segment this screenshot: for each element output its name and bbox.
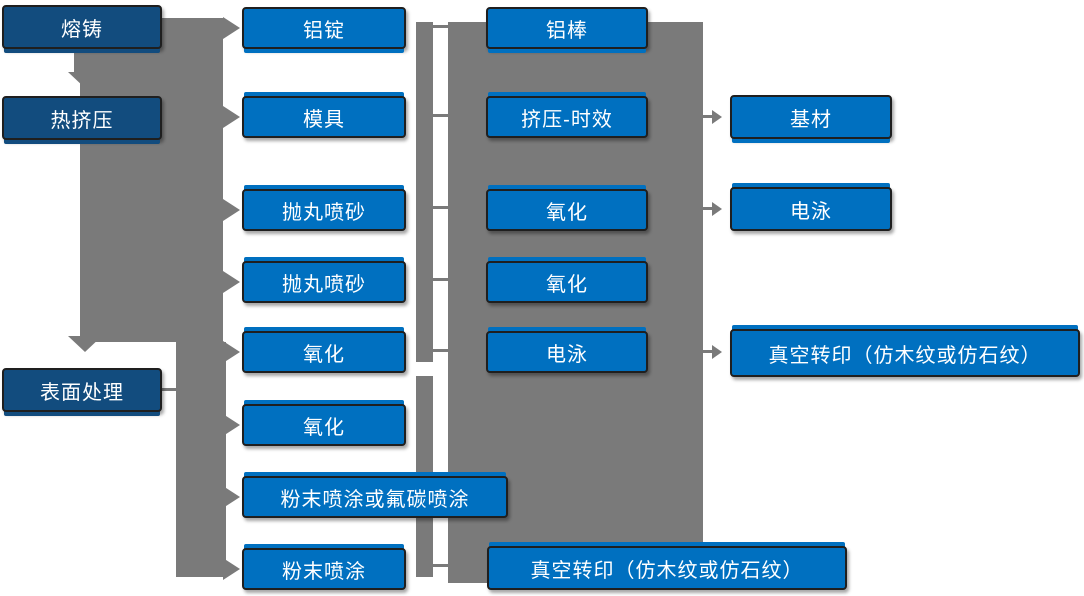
node-zhenkong1: 真空转印（仿木纹或仿石纹） xyxy=(487,546,847,590)
node-muju: 模具 xyxy=(242,96,406,138)
arrow-down-head-1 xyxy=(68,72,102,88)
node-fenmo-or-futan: 粉末喷涂或氟碳喷涂 xyxy=(242,476,508,518)
node-zhenkong2-label: 真空转印（仿木纹或仿石纹） xyxy=(768,344,1042,367)
connector-left-trunk xyxy=(80,18,223,342)
node-lvding-label: 铝锭 xyxy=(303,19,345,42)
bridge-line-biaomianchuli xyxy=(162,388,178,391)
node-yanghua4-label: 氧化 xyxy=(546,273,588,296)
node-fenmo-or-futan-label: 粉末喷涂或氟碳喷涂 xyxy=(280,488,470,511)
bridge-line-row1 xyxy=(430,25,450,28)
node-fenmo-label: 粉末喷涂 xyxy=(282,560,366,583)
node-yanghua1-label: 氧化 xyxy=(303,343,345,366)
bridge-line-row5 xyxy=(430,349,450,352)
node-lvding: 铝锭 xyxy=(242,7,406,49)
arrow-head-dianyong2 xyxy=(712,202,722,216)
node-paowan2-label: 抛丸喷砂 xyxy=(282,273,366,296)
node-yanghua3-label: 氧化 xyxy=(546,201,588,224)
arrow-head-jicai xyxy=(712,110,722,124)
arrow-right-paowan2 xyxy=(223,271,240,293)
node-dianyong1-label: 电泳 xyxy=(546,343,588,366)
node-dianyong2: 电泳 xyxy=(730,187,892,231)
arrow-stem-jicai xyxy=(698,115,712,118)
node-paowan1-label: 抛丸喷砂 xyxy=(282,201,366,224)
arrow-right-muju xyxy=(223,106,240,128)
bridge-line-row2 xyxy=(430,114,450,117)
arrow-head-zhenkong2 xyxy=(712,345,722,359)
node-biaomianchuli: 表面处理 xyxy=(2,368,162,412)
arrow-right-paowan1 xyxy=(223,199,240,221)
connector-mid-bar-upper xyxy=(416,22,433,362)
node-zhenkong1-label: 真空转印（仿木纹或仿石纹） xyxy=(530,559,804,582)
node-paowan1: 抛丸喷砂 xyxy=(242,189,406,231)
arrow-stem-zhenkong2 xyxy=(698,350,712,353)
node-lvbang: 铝棒 xyxy=(486,7,648,49)
node-biaomianchuli-label: 表面处理 xyxy=(40,381,124,404)
node-fenmo: 粉末喷涂 xyxy=(242,548,406,590)
node-yanghua3: 氧化 xyxy=(486,189,648,231)
bridge-line-row4 xyxy=(430,278,450,281)
node-yanghua1: 氧化 xyxy=(242,331,406,373)
node-rongzhu-label: 熔铸 xyxy=(61,18,103,41)
arrow-right-yanghua2 xyxy=(223,414,240,436)
bridge-line-row8 xyxy=(430,564,450,567)
node-dianyong2-label: 电泳 xyxy=(790,200,832,223)
node-jicai: 基材 xyxy=(730,95,892,139)
node-muju-label: 模具 xyxy=(303,108,345,131)
node-rongzhu: 熔铸 xyxy=(2,5,162,49)
node-zhenkong2: 真空转印（仿木纹或仿石纹） xyxy=(730,329,1080,377)
arrow-right-yanghua1 xyxy=(223,341,240,363)
arrow-right-fenmo-or-futan xyxy=(223,486,240,508)
arrow-right-fenmo xyxy=(223,558,240,580)
arrow-right-lvding xyxy=(223,17,240,39)
node-jicai-label: 基材 xyxy=(790,108,832,131)
node-rejiya: 热挤压 xyxy=(2,96,162,140)
node-paowan2: 抛丸喷砂 xyxy=(242,261,406,303)
node-jiya-shixiao: 挤压-时效 xyxy=(486,96,648,138)
node-rejiya-label: 热挤压 xyxy=(50,109,114,132)
node-lvbang-label: 铝棒 xyxy=(546,19,588,42)
node-yanghua4: 氧化 xyxy=(486,261,648,303)
node-dianyong1: 电泳 xyxy=(486,331,648,373)
bridge-line-row3 xyxy=(430,206,450,209)
connector-lower-left-trunk xyxy=(176,342,226,577)
arrow-stem-dianyong2 xyxy=(698,207,712,210)
node-jiya-shixiao-label: 挤压-时效 xyxy=(521,108,613,131)
arrow-down-head-2 xyxy=(68,336,102,352)
node-yanghua2: 氧化 xyxy=(242,404,406,446)
node-yanghua2-label: 氧化 xyxy=(303,416,345,439)
